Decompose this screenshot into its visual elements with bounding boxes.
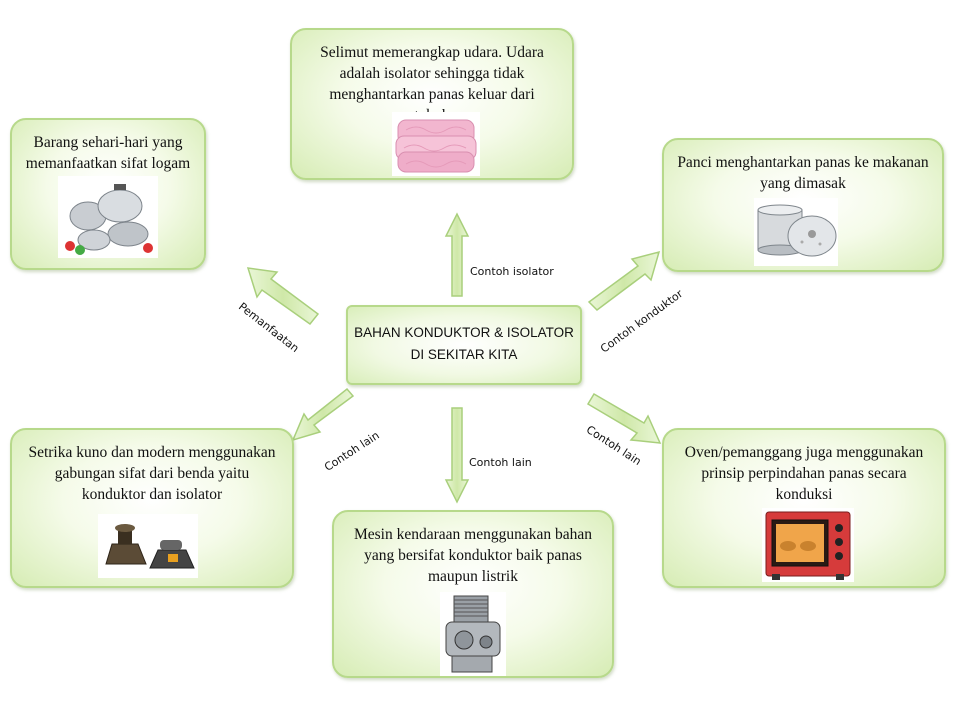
box-oven-text: Oven/pemanggang juga menggunakan prinsip… — [684, 444, 924, 503]
oven-image — [762, 508, 854, 582]
arrow-up-left — [246, 267, 320, 326]
arrow-down-left — [291, 387, 355, 442]
box-oven: Oven/pemanggang juga menggunakan prinsip… — [662, 428, 946, 588]
arrow-up-right — [587, 250, 661, 311]
box-metal-items: Barang sehari-hari yang memanfaatkan sif… — [10, 118, 206, 270]
box-blanket: Selimut memerangkap udara. Udara adalah … — [290, 28, 574, 180]
box-metal-items-text: Barang sehari-hari yang memanfaatkan sif… — [25, 134, 191, 172]
center-title-line2: DI SEKITAR KITA — [410, 347, 518, 362]
arrow-down-right — [586, 392, 662, 444]
label-contoh-isolator: Contoh isolator — [470, 265, 554, 278]
box-pot: Panci menghantarkan panas ke makanan yan… — [662, 138, 944, 272]
arrow-down — [444, 407, 470, 504]
blanket-image — [392, 112, 480, 176]
box-engine: Mesin kendaraan menggunakan bahan yang b… — [332, 510, 614, 678]
engine-image — [440, 592, 506, 676]
center-title-line1: BAHAN KONDUKTOR & ISOLATOR — [354, 325, 574, 340]
cookware-image — [58, 176, 158, 258]
box-engine-text: Mesin kendaraan menggunakan bahan yang b… — [353, 526, 592, 585]
center-topic-box: BAHAN KONDUKTOR & ISOLATOR DI SEKITAR KI… — [346, 305, 582, 385]
box-irons-text: Setrika kuno dan modern menggunakan gabu… — [28, 444, 276, 503]
irons-image — [98, 514, 198, 578]
box-pot-text: Panci menghantarkan panas ke makanan yan… — [677, 154, 929, 192]
box-irons: Setrika kuno dan modern menggunakan gabu… — [10, 428, 294, 588]
pot-image — [754, 198, 838, 266]
label-contoh-lain-down: Contoh lain — [469, 456, 532, 469]
arrow-up — [444, 212, 470, 297]
